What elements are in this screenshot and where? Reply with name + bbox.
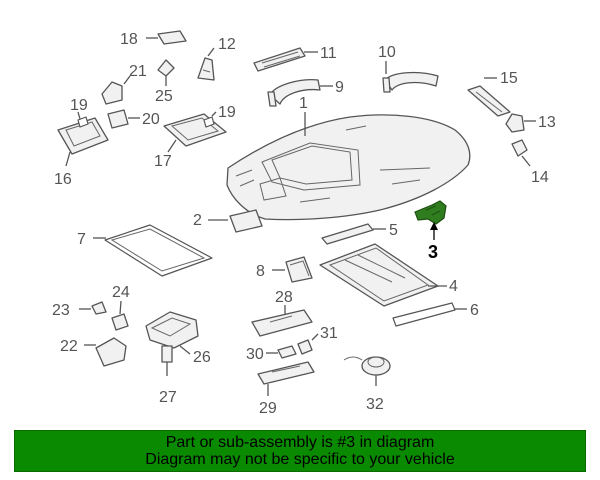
callout-9: 9: [335, 79, 344, 96]
callout-19-left: 19: [70, 97, 88, 114]
small-lens-part[interactable]: [297, 339, 313, 355]
callout-29: 29: [259, 400, 277, 417]
seal-frame-part[interactable]: [104, 224, 213, 277]
callout-6: 6: [470, 302, 479, 319]
info-banner: Part or sub-assembly is #3 in diagram Di…: [14, 430, 586, 472]
callout-8: 8: [256, 263, 265, 280]
holder-part[interactable]: [107, 109, 129, 129]
console-bracket-part[interactable]: [95, 337, 127, 367]
clip-part-13[interactable]: [505, 113, 525, 133]
callout-31: 31: [320, 325, 338, 342]
callout-7: 7: [77, 231, 86, 248]
callout-5: 5: [389, 222, 398, 239]
callout-22: 22: [60, 338, 78, 355]
callout-14: 14: [531, 169, 549, 186]
callout-24: 24: [112, 284, 130, 301]
bracket-part-highlighted[interactable]: [414, 200, 447, 225]
bulb-part[interactable]: [161, 345, 173, 376]
callout-10: 10: [378, 44, 396, 61]
sun-visor-right-part[interactable]: [163, 113, 227, 147]
callout-19-right: 19: [218, 104, 236, 121]
switch-part[interactable]: [111, 313, 129, 331]
callout-18: 18: [120, 31, 138, 48]
callout-2: 2: [193, 212, 202, 229]
callout-11: 11: [320, 45, 337, 62]
callout-4: 4: [449, 278, 458, 295]
headliner-part[interactable]: [226, 114, 471, 221]
grab-handle-part-9[interactable]: [267, 79, 321, 107]
visor-hook-left-part[interactable]: [77, 116, 89, 128]
callout-12: 12: [218, 36, 236, 53]
callout-28: 28: [275, 289, 293, 306]
cone-part[interactable]: [157, 59, 175, 77]
molding-part[interactable]: [467, 85, 511, 117]
plug-part[interactable]: [511, 139, 528, 157]
callout-26: 26: [193, 349, 211, 366]
callout-13: 13: [538, 114, 556, 131]
pad-part[interactable]: [229, 209, 263, 233]
callout-20: 20: [142, 111, 160, 128]
callout-23: 23: [52, 302, 70, 319]
rail-part[interactable]: [392, 302, 456, 327]
callout-32: 32: [366, 396, 384, 413]
callout-25: 25: [155, 88, 173, 105]
parts-diagram: 1 2 3 4 5 6 7 8: [52, 30, 556, 417]
overhead-console-part[interactable]: [145, 311, 199, 349]
bracket-part-21[interactable]: [101, 81, 123, 105]
callout-1: 1: [299, 95, 308, 112]
callout-27: 27: [159, 389, 177, 406]
lamp-lens-part[interactable]: [157, 30, 187, 45]
banner-line-1: Part or sub-assembly is #3 in diagram: [165, 434, 435, 451]
callout-30: 30: [246, 346, 264, 363]
trim-strip-part[interactable]: [321, 223, 374, 245]
callout-3: 3: [428, 242, 438, 262]
arrow-head-icon: [430, 222, 438, 230]
small-clip-part[interactable]: [91, 301, 107, 315]
microphone-part[interactable]: [343, 356, 391, 376]
handle-bar-part[interactable]: [253, 47, 306, 72]
clip-housing-part[interactable]: [285, 256, 313, 283]
banner-line-2: Diagram may not be specific to your vehi…: [145, 451, 455, 468]
hook-part[interactable]: [197, 57, 215, 81]
callout-17: 17: [154, 153, 172, 170]
connector-part[interactable]: [277, 345, 297, 359]
lamp-assembly-part[interactable]: [257, 361, 315, 385]
grab-handle-part-10[interactable]: [382, 71, 439, 93]
callout-21: 21: [129, 63, 147, 80]
visor-hook-right-part[interactable]: [203, 116, 215, 128]
callout-16: 16: [54, 171, 72, 188]
lamp-housing-part[interactable]: [251, 309, 313, 337]
sunshade-panel-part[interactable]: [319, 243, 439, 307]
callout-15: 15: [500, 70, 518, 87]
